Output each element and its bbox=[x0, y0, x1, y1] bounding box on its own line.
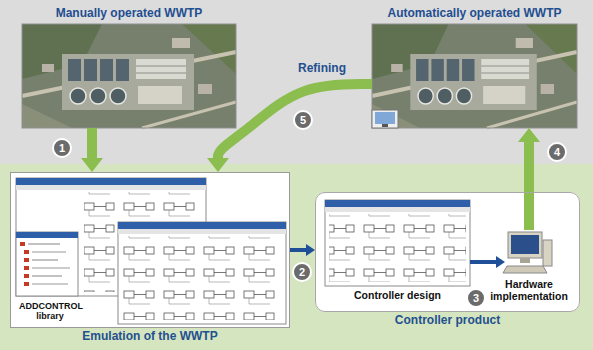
flow-arrow bbox=[290, 248, 306, 252]
callout-number: 4 bbox=[547, 142, 567, 162]
node-heading: Hardware implementation bbox=[483, 278, 575, 302]
flow-arrow bbox=[87, 128, 97, 158]
flow-arrow bbox=[470, 260, 496, 264]
node-heading: Controller product bbox=[395, 314, 500, 328]
node-heading: Automatically operated WWTP bbox=[387, 7, 561, 21]
hardware-icon: Hardware implementation bbox=[505, 230, 553, 275]
flow-label: Refining bbox=[298, 61, 346, 75]
node-heading: Emulation of the WWTP bbox=[82, 330, 217, 344]
plant-photo: Automatically operated WWTP bbox=[372, 24, 577, 128]
callout-number: 3 bbox=[466, 288, 486, 308]
node-heading: Controller design bbox=[354, 289, 441, 301]
flow-arrow bbox=[524, 142, 534, 230]
design-screenshot: Controller design bbox=[325, 200, 470, 286]
plant-photo: Manually operated WWTP bbox=[22, 24, 236, 128]
computer-icon bbox=[503, 232, 552, 273]
library-label: ADDCONTROL library bbox=[19, 301, 81, 322]
callout-number: 1 bbox=[52, 138, 72, 158]
node-heading: Manually operated WWTP bbox=[56, 7, 203, 21]
flow-arrow bbox=[218, 84, 372, 158]
callout-number: 2 bbox=[292, 262, 312, 282]
controller-screenshot bbox=[325, 200, 470, 286]
monitor-inset bbox=[372, 110, 398, 128]
emulation-screenshot bbox=[16, 178, 286, 324]
callout-number: 5 bbox=[293, 110, 313, 130]
controller-panel: Controller productController designHardw… bbox=[315, 192, 580, 312]
